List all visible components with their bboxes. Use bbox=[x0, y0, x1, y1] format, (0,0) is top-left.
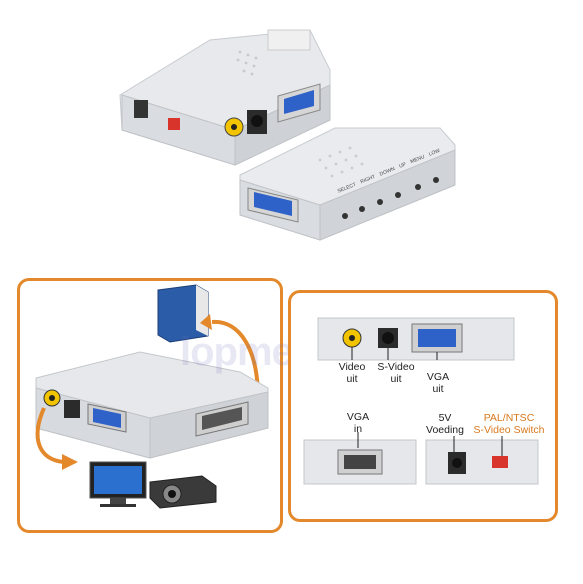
video-out-line2: uit bbox=[346, 373, 358, 385]
video-out-line1: Video bbox=[338, 361, 366, 373]
palntsc-line2: S-Video Switch bbox=[473, 424, 545, 436]
power-label: 5V Voeding bbox=[420, 412, 470, 436]
power-line1: 5V bbox=[438, 412, 452, 424]
svideo-out-label: S-Video uit bbox=[372, 361, 420, 385]
svideo-out-line1: S-Video bbox=[377, 361, 415, 373]
svideo-out-line2: uit bbox=[390, 373, 402, 385]
vga-out-line2: uit bbox=[432, 383, 444, 395]
vga-in-label: VGA in bbox=[340, 411, 376, 435]
video-out-label: Video uit bbox=[332, 361, 372, 385]
vga-out-label: VGA uit bbox=[420, 371, 456, 395]
power-line2: Voeding bbox=[426, 424, 464, 436]
palntsc-line1: PAL/NTSC bbox=[483, 412, 535, 424]
vga-in-line1: VGA bbox=[346, 411, 370, 423]
vga-out-line1: VGA bbox=[426, 371, 450, 383]
vga-in-line2: in bbox=[353, 423, 363, 435]
palntsc-label: PAL/NTSC S-Video Switch bbox=[466, 412, 552, 436]
